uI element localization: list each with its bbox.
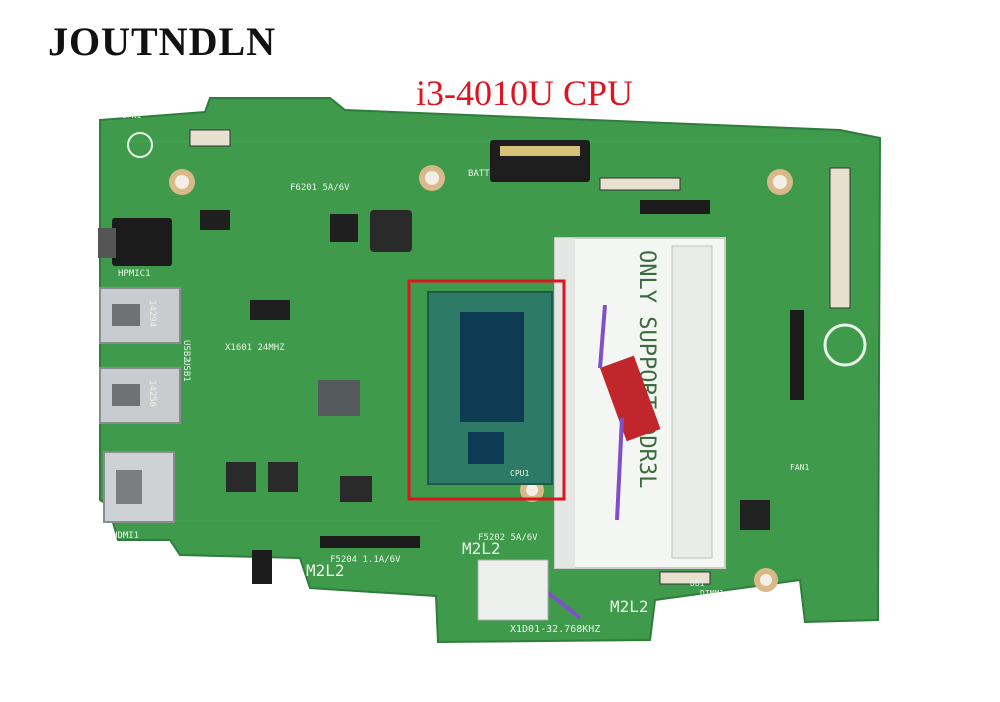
mount-hole-icon bbox=[419, 165, 445, 191]
cpu-highlight-box bbox=[407, 279, 566, 501]
fuse-label-1: F6201 5A/6V bbox=[290, 183, 350, 193]
connector-icon bbox=[320, 536, 420, 548]
hdmi-port bbox=[103, 451, 175, 523]
sticker-icon bbox=[600, 355, 661, 442]
connector-icon bbox=[640, 200, 710, 214]
model-label-2: M2L2 bbox=[306, 561, 345, 580]
brand-title: JOUTNDLN bbox=[48, 19, 277, 64]
fan-label: FAN1 bbox=[790, 463, 809, 472]
cpu-caption: i3-4010U CPU bbox=[416, 73, 634, 113]
connector-icon bbox=[189, 129, 231, 147]
dimm-silk-label: DIMM1 bbox=[700, 589, 724, 598]
connector-icon bbox=[790, 310, 804, 400]
crystal-label: X1601 24MHZ bbox=[225, 343, 285, 353]
batt-label: BATT bbox=[468, 169, 490, 179]
usb-label-1: 14294 bbox=[147, 300, 157, 327]
cpu-silk-label: CPU1 bbox=[510, 469, 529, 478]
cpu-chip: CPU1 bbox=[427, 291, 553, 485]
usb1-label: USB1 bbox=[181, 360, 191, 382]
connector-icon bbox=[599, 177, 681, 191]
hdmi-label: HDMI1 bbox=[112, 531, 139, 541]
mount-hole-icon bbox=[767, 169, 793, 195]
model-label-3: M2L2 bbox=[610, 597, 649, 616]
mount-hole-icon bbox=[754, 568, 778, 592]
battery-connector bbox=[490, 140, 590, 182]
dbl-label: DB1 bbox=[690, 579, 705, 588]
mount-hole-icon bbox=[169, 169, 195, 195]
audio-jack-connector bbox=[98, 218, 172, 266]
connector-icon bbox=[829, 167, 851, 309]
usb-port-1 bbox=[99, 287, 181, 344]
connector-icon bbox=[252, 550, 272, 584]
hpmic-label: HPMIC1 bbox=[118, 269, 151, 279]
connector-icon bbox=[659, 571, 711, 585]
model-label-1: M2L2 bbox=[462, 539, 501, 558]
usb-port-2 bbox=[99, 367, 181, 424]
part-label: X1D01-32.768KHZ bbox=[510, 624, 600, 635]
barcode-sticker bbox=[477, 559, 549, 621]
usb2-label: USB2 bbox=[181, 340, 191, 362]
fuse-label-2: F5202 5A/6V bbox=[478, 533, 538, 543]
usb-label-2: 14256 bbox=[147, 380, 157, 407]
fuse-label-3: F5204 1.1A/6V bbox=[330, 555, 401, 565]
spk-label: SPK1 bbox=[122, 111, 141, 120]
